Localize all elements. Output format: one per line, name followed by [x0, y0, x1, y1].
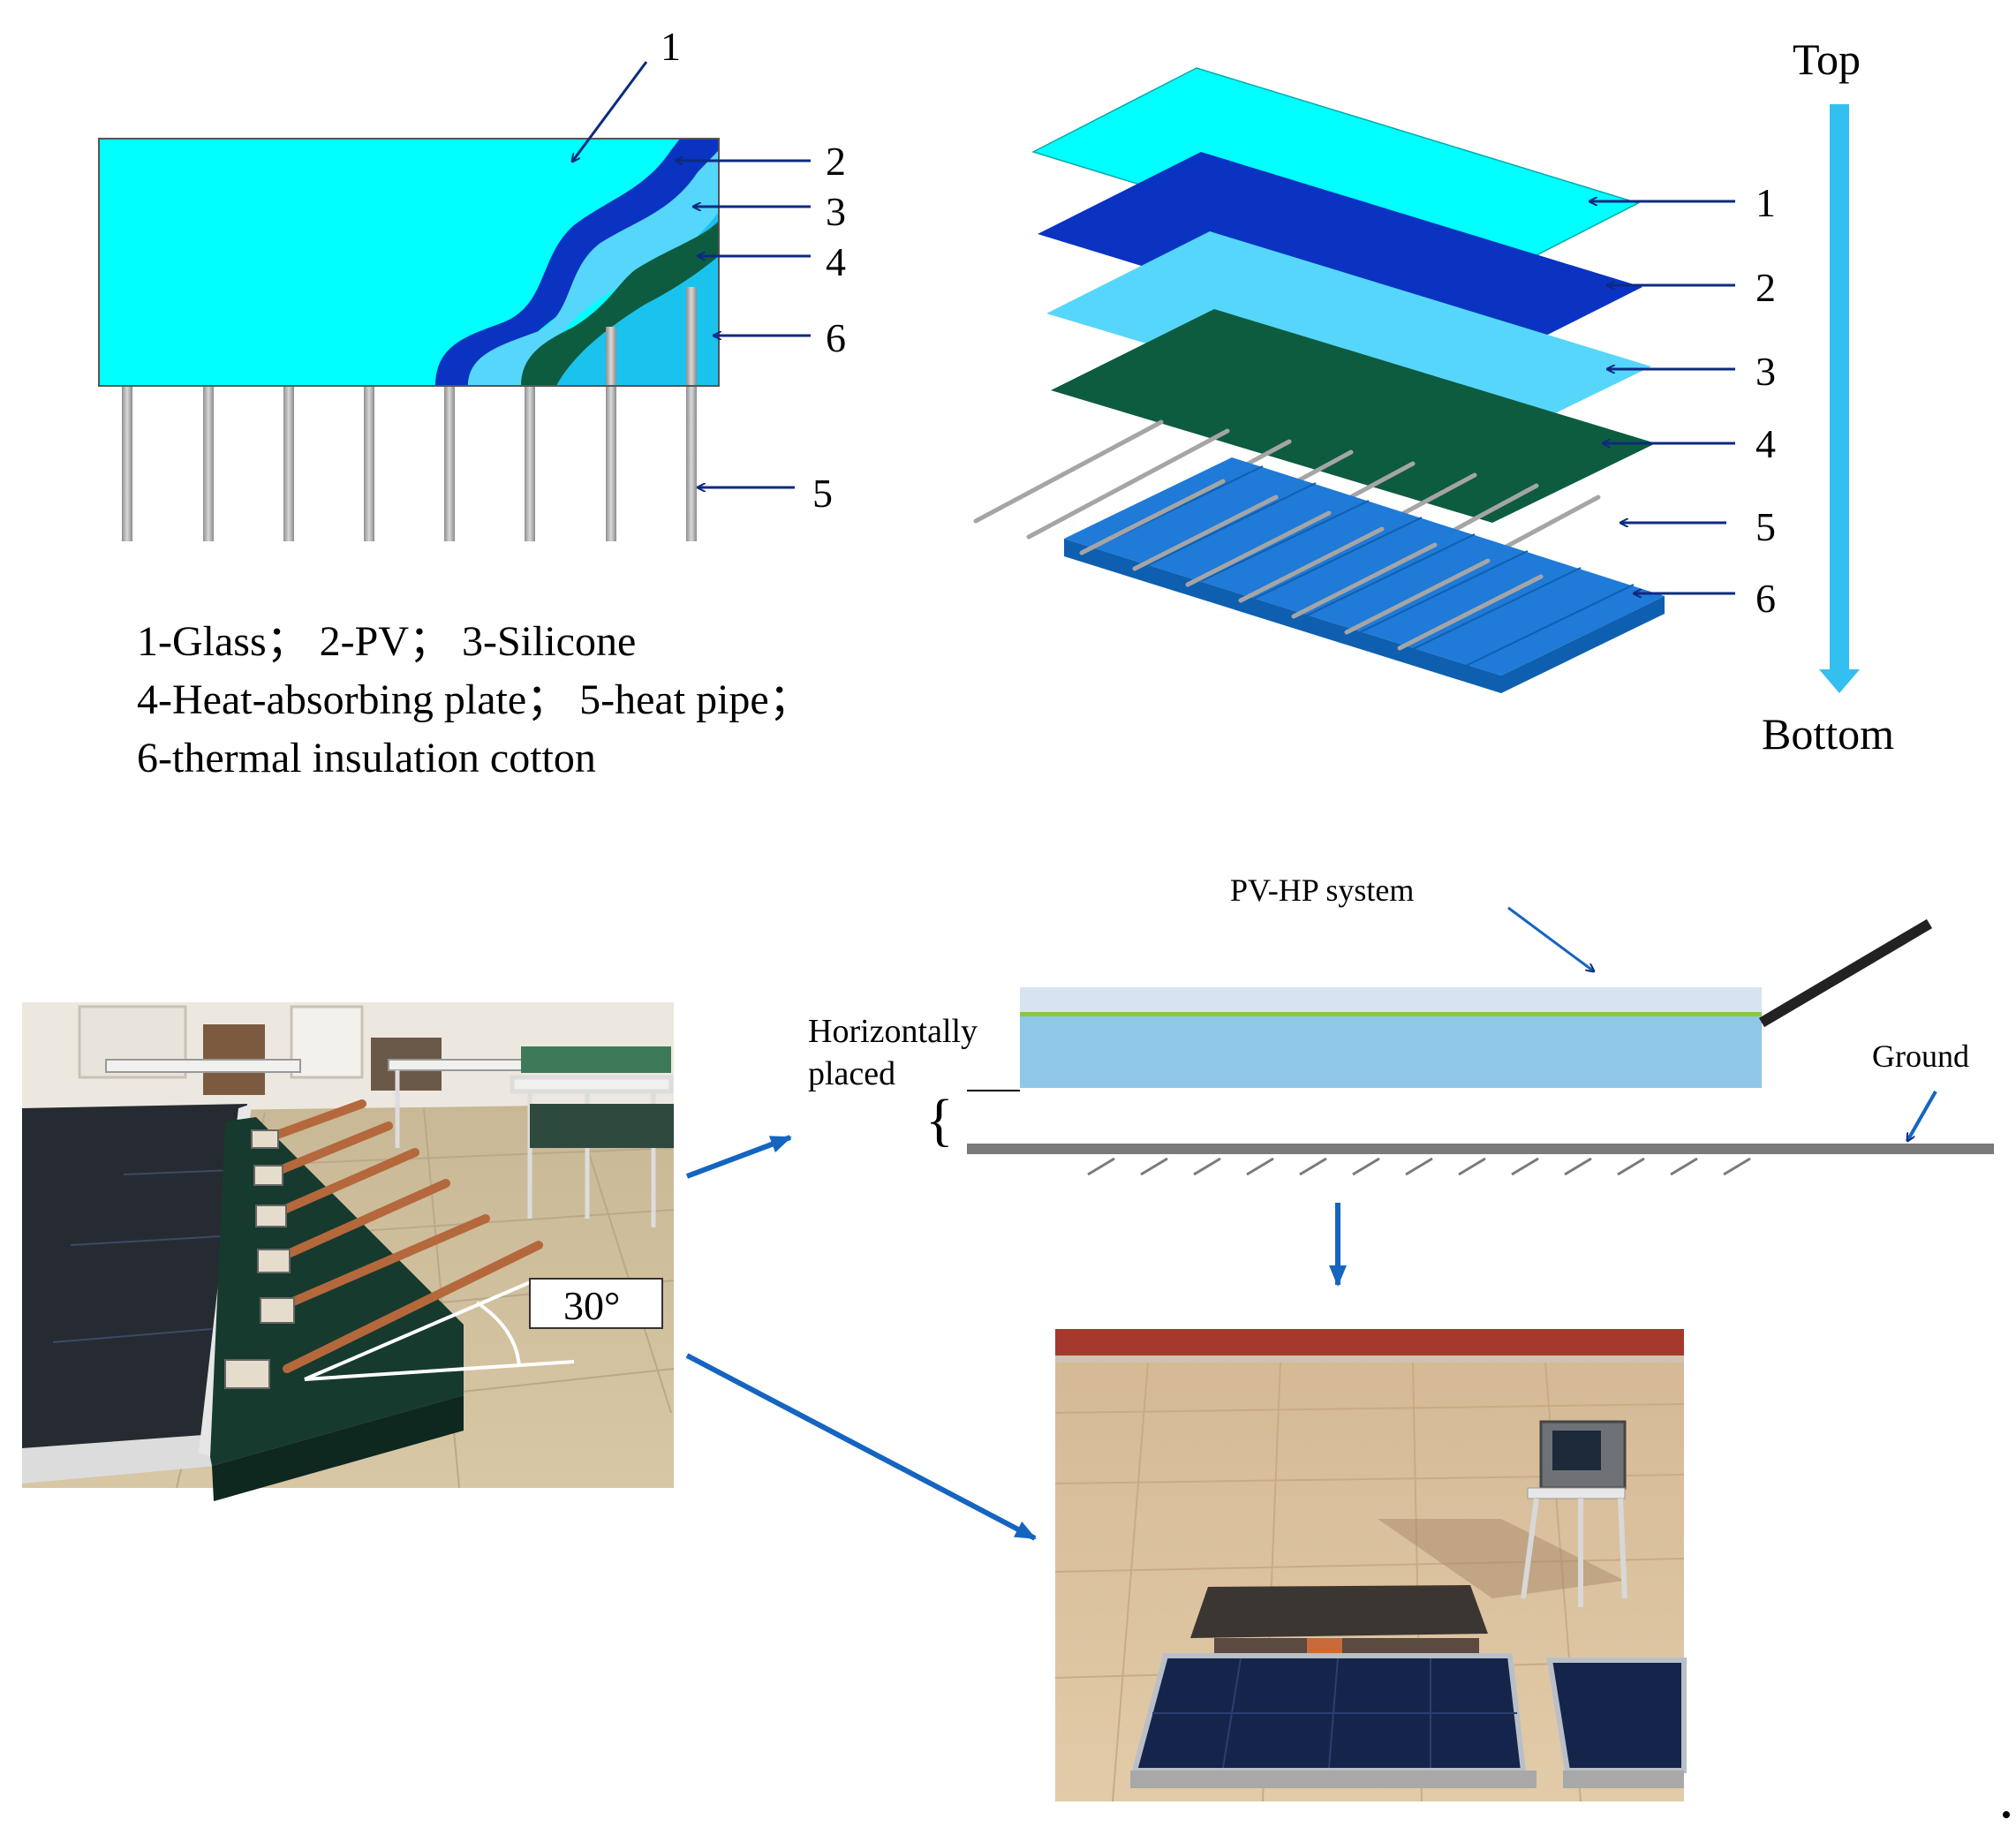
callout-heat-pipe: 5: [812, 471, 833, 516]
photo-pv-panel: [22, 1104, 247, 1461]
placement-label-line-1: Horizontally: [808, 1013, 978, 1050]
legend-line-3: 6-thermal insulation cotton: [137, 735, 596, 782]
callout-silicone: 3: [826, 189, 846, 234]
exploded-callout-1: 1: [1756, 180, 1776, 225]
heat-pipes: [122, 386, 697, 541]
top-to-bottom-arrow: [1819, 104, 1860, 693]
arrow-to-schematic: [685, 1135, 792, 1179]
exploded-pv-layer: [1038, 152, 1642, 369]
heat-pipe-photo: 30°: [21, 1002, 675, 1501]
exploded-view-diagram: 1 2 3 4 5 6 Top Bottom: [973, 34, 1894, 759]
exploded-insulation-layer: [1064, 457, 1665, 693]
cross-section-callout-numbers: 1 2 3 4 6 5: [661, 24, 846, 516]
pv-layer: [435, 139, 719, 386]
ground-line: [967, 1144, 1994, 1154]
legend: 1-Glass； 2-PV； 3-Silicone 4-Heat-absorbi…: [137, 618, 812, 782]
rooftop-data-logger: [1521, 1420, 1627, 1607]
gap-brace: {: [925, 1088, 954, 1152]
schematic-heat-pipe: [1758, 918, 1933, 1028]
exploded-callout-arrows: [1589, 201, 1735, 593]
exploded-callout-4: 4: [1756, 421, 1776, 466]
callout-absorber: 4: [826, 239, 846, 284]
angle-label: 30°: [563, 1283, 620, 1328]
exploded-callout-6: 6: [1756, 576, 1776, 621]
silicone-layer: [468, 150, 719, 386]
photo-green-board: [210, 1117, 464, 1466]
flow-arrows: [685, 1135, 1347, 1541]
ground-hatching: [1087, 1157, 1751, 1176]
exploded-silicone-layer: [1046, 231, 1651, 446]
angle-label-box: [529, 1278, 663, 1329]
exploded-callout-2: 2: [1756, 265, 1776, 310]
schematic-panel-body: [1020, 1016, 1762, 1088]
placement-label-line-2: placed: [808, 1055, 895, 1092]
installation-schematic: PV-HP system Horizontally placed { Groun…: [808, 872, 1994, 1176]
top-label: Top: [1793, 34, 1861, 84]
trailing-dot: [2003, 1811, 2010, 1818]
cross-section-diagram: 1 2 3 4 6 5 1-Glass； 2-PV； 3-Silicone 4-…: [98, 24, 846, 782]
angle-indicator: [304, 1279, 575, 1381]
callout-glass: 1: [661, 24, 681, 69]
absorber-layer: [521, 221, 719, 386]
legend-line-2: 4-Heat-absorbing plate； 5-heat pipe；: [137, 676, 812, 723]
exploded-callout-3: 3: [1756, 349, 1776, 394]
photo-copper-pipes: [260, 1099, 543, 1373]
arrow-to-rooftop-photo: [685, 1353, 1037, 1541]
exploded-callout-numbers: 1 2 3 4 5 6: [1756, 180, 1776, 621]
rooftop-photo: [1054, 1329, 1687, 1802]
ground-label: Ground: [1872, 1038, 1969, 1074]
callout-insulation: 6: [826, 315, 846, 360]
system-label: PV-HP system: [1230, 872, 1414, 908]
bottom-label: Bottom: [1762, 709, 1894, 759]
legend-line-1: 1-Glass； 2-PV； 3-Silicone: [137, 618, 636, 665]
schematic-panel-top: [1020, 987, 1762, 1012]
callout-pv: 2: [826, 139, 846, 184]
exploded-absorber-layer: [1051, 309, 1656, 523]
rooftop-insulation-cover: [1190, 1585, 1488, 1638]
exploded-callout-5: 5: [1756, 504, 1776, 549]
cross-section-callout-arrows: [572, 61, 811, 487]
rooftop-pv-panel-side: [1546, 1658, 1687, 1773]
